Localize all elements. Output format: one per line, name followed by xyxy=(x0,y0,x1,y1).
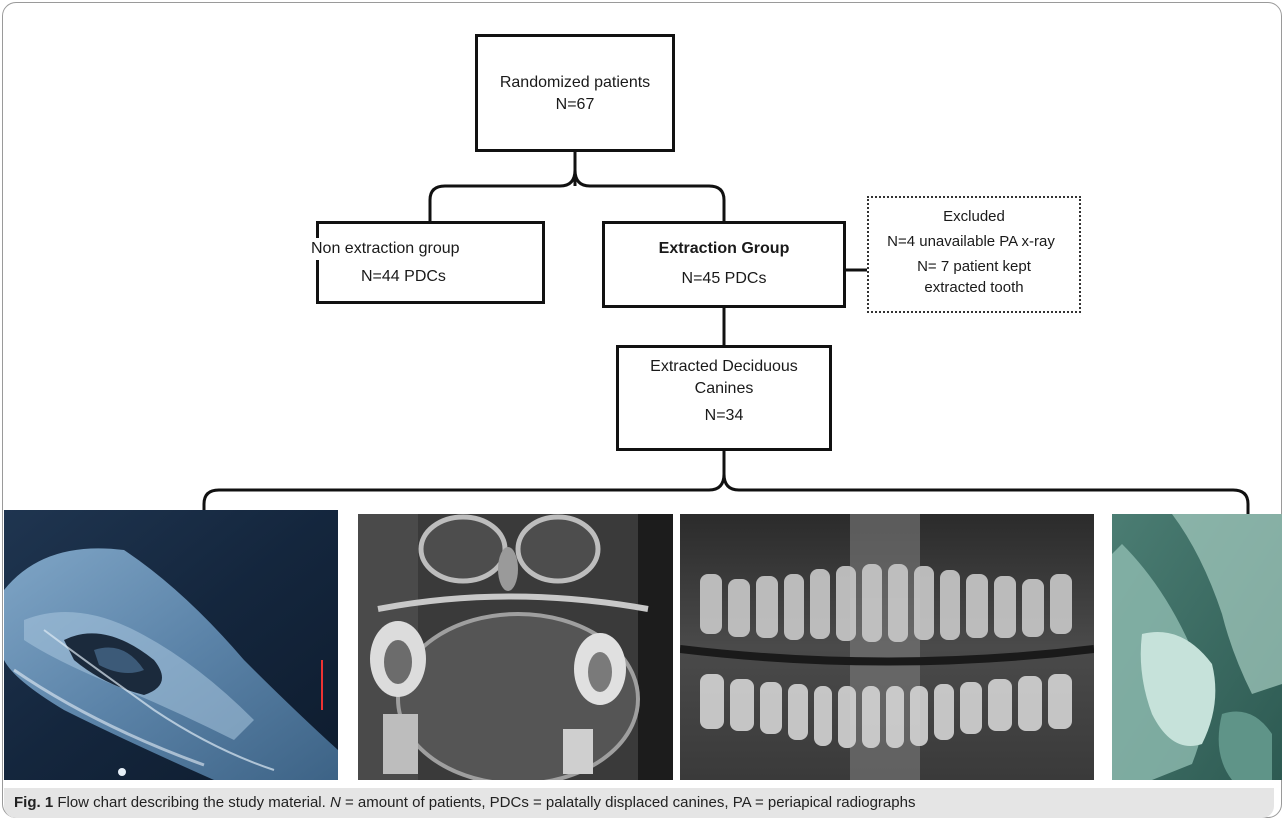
excluded-label: Excluded xyxy=(869,206,1079,227)
caption-text-b: = amount of patients, PDCs = palatally d… xyxy=(341,794,916,811)
excluded-kept-tooth-line2: extracted tooth xyxy=(869,277,1079,298)
excluded-unavailable-pa: N=4 unavailable PA x-ray xyxy=(863,231,1079,252)
randomized-patients-box: Randomized patients N=67 xyxy=(475,34,675,152)
caption-text-a: Flow chart describing the study material… xyxy=(53,794,330,811)
figure-label: Fig. 1 xyxy=(14,794,53,811)
randomized-patients-count: N=67 xyxy=(478,94,672,116)
extracted-deciduous-count: N=34 xyxy=(619,405,829,427)
extracted-deciduous-label-line2: Canines xyxy=(619,378,829,400)
extraction-group-box: Extraction Group N=45 PDCs xyxy=(602,221,846,308)
figure-caption: Fig. 1 Flow chart describing the study m… xyxy=(4,788,1274,818)
extracted-deciduous-canines-box: Extracted Deciduous Canines N=34 xyxy=(616,345,832,451)
microscopy-image xyxy=(4,510,338,780)
panoramic-radiograph-image xyxy=(680,514,1094,780)
extraction-group-count: N=45 PDCs xyxy=(605,268,843,290)
non-extraction-group-box: Non extraction group N=44 PDCs xyxy=(316,221,545,304)
randomized-patients-label: Randomized patients xyxy=(478,72,672,94)
extracted-deciduous-label-line1: Extracted Deciduous xyxy=(619,356,829,378)
ct-scan-image xyxy=(358,514,673,780)
non-extraction-group-count: N=44 PDCs xyxy=(361,266,542,288)
extraction-group-label: Extraction Group xyxy=(605,238,843,260)
non-extraction-group-label: Non extraction group xyxy=(311,238,460,260)
caption-n-symbol: N xyxy=(330,794,341,811)
excluded-box: Excluded N=4 unavailable PA x-ray N= 7 p… xyxy=(867,196,1081,313)
excluded-kept-tooth-line1: N= 7 patient kept xyxy=(869,256,1079,277)
periapical-radiograph-image xyxy=(1112,514,1282,780)
